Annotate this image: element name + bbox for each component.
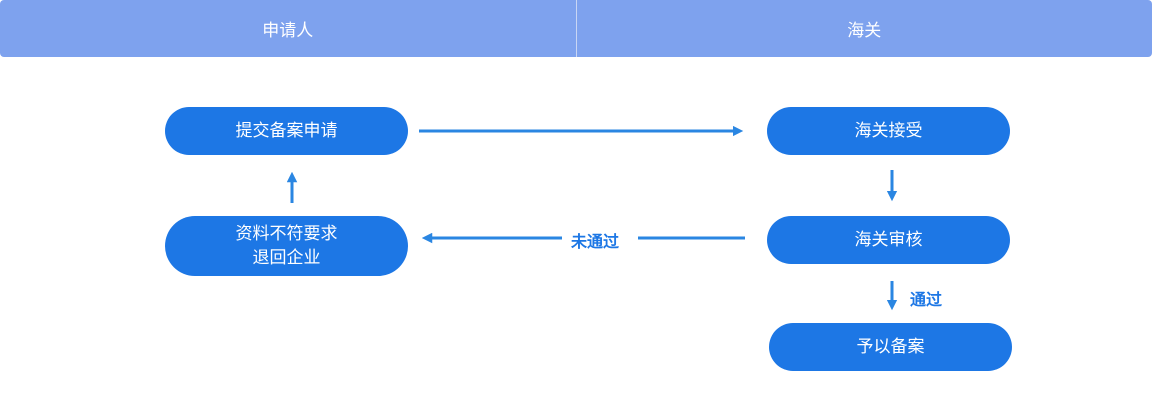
node-return-to-company: 资料不符要求 退回企业	[165, 216, 408, 276]
node-customs-review: 海关审核	[767, 216, 1010, 264]
label-passed: 通过	[910, 286, 943, 310]
node-customs-accept: 海关接受	[767, 107, 1010, 155]
node-submit-label: 提交备案申请	[235, 121, 338, 141]
node-review-label: 海关审核	[854, 230, 923, 250]
node-accept-label: 海关接受	[854, 121, 923, 141]
node-return-label: 资料不符要求 退回企业	[235, 224, 338, 268]
node-approve-filing: 予以备案	[769, 323, 1012, 371]
column-applicant: 申请人	[0, 0, 577, 57]
node-approve-label: 予以备案	[856, 337, 925, 357]
swimlane-header: 申请人 海关	[0, 0, 1152, 57]
column-customs: 海关	[847, 21, 882, 41]
label-rejected: 未通过	[571, 228, 620, 252]
node-submit-application: 提交备案申请	[165, 107, 408, 155]
